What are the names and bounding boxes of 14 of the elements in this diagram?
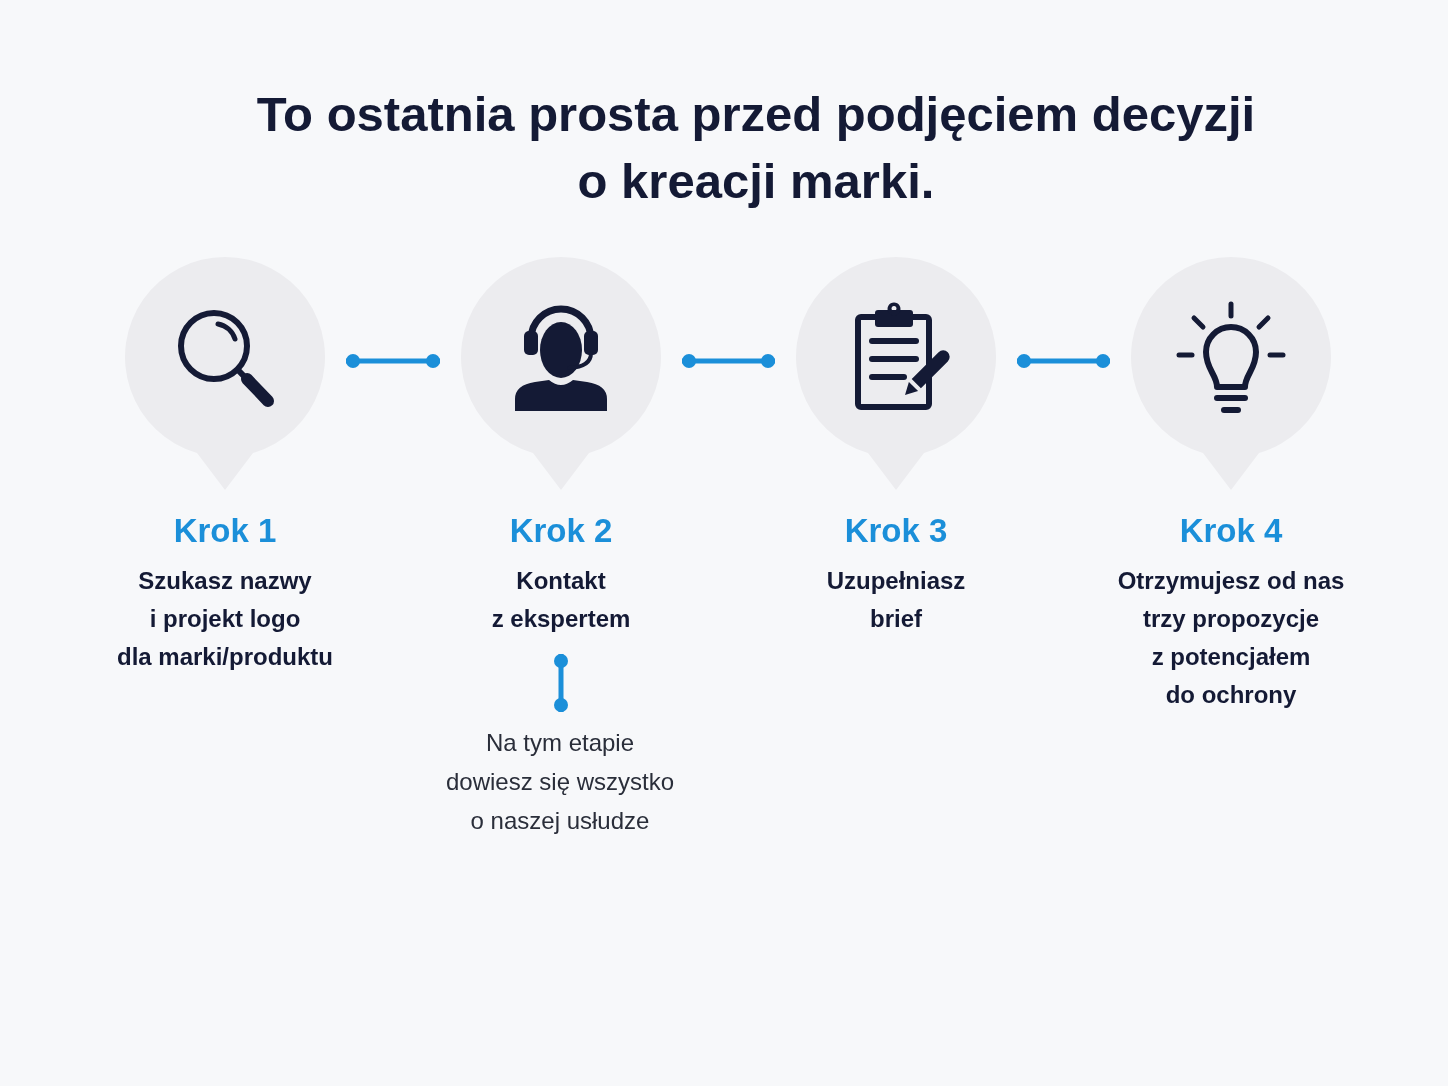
step-description: Uzupełniasz brief [826, 566, 966, 634]
connector-line [554, 654, 568, 712]
step-heading: Krok 1 [173, 511, 277, 551]
step-heading: Krok 4 [1179, 511, 1283, 551]
connector-line [1017, 354, 1110, 368]
connector-line [682, 354, 775, 368]
step-description: Otrzymujesz od nas trzy propozycje z potencjałem do ochrony [1117, 566, 1345, 710]
step-heading: Krok 2 [509, 511, 613, 551]
connector-line [346, 354, 440, 368]
step-description: Szukasz nazwy i projekt logo dla marki/produktu [116, 566, 333, 672]
step-heading: Krok 3 [844, 511, 948, 551]
title: To ostatnia prosta przed podjęciem decyzji o kreacji marki. [256, 86, 1256, 210]
note-text: Na tym etapie dowiesz się wszystko o naszej usłudze [445, 728, 675, 836]
step-description: Kontakt z ekspertem [491, 566, 631, 634]
